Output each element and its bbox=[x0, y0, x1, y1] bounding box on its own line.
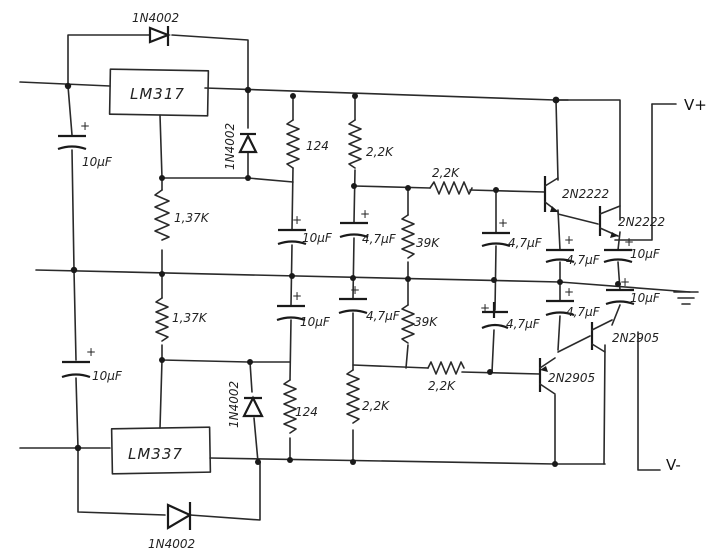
svg-text:124: 124 bbox=[295, 405, 318, 419]
resistor-124-bottom: 124 bbox=[283, 379, 318, 434]
svg-text:+: + bbox=[480, 301, 490, 315]
capacitor-4-7uf-a-top: + 4,7µF bbox=[339, 207, 397, 246]
resistor-39k-top: 39K bbox=[401, 214, 440, 259]
resistor-2-2k-bottom: 2,2K bbox=[346, 369, 390, 424]
svg-text:+: + bbox=[292, 213, 302, 227]
svg-text:+: + bbox=[624, 235, 634, 249]
svg-text:+: + bbox=[80, 119, 90, 133]
resistor-1-37k-top: 1,37K bbox=[154, 189, 210, 241]
capacitor-4-7uf-b-bottom: + 4,7µF bbox=[480, 301, 541, 331]
svg-text:4,7µF: 4,7µF bbox=[566, 253, 601, 267]
svg-text:10µF: 10µF bbox=[630, 247, 661, 261]
svg-text:+: + bbox=[292, 289, 302, 303]
transistor-2n2905-q4: 2N2905 bbox=[538, 357, 595, 395]
svg-text:2N2222: 2N2222 bbox=[562, 187, 609, 201]
svg-text:4,7µF: 4,7µF bbox=[366, 309, 401, 323]
svg-text:4,7µF: 4,7µF bbox=[508, 236, 543, 250]
transistor-2n2222-q2: 2N2222 bbox=[598, 205, 665, 238]
resistor-1-37k-bottom: 1,37K bbox=[155, 297, 208, 342]
resistor-2-2k-top: 2,2K bbox=[348, 119, 394, 169]
wires bbox=[19, 34, 699, 521]
vplus-label: V+ bbox=[684, 96, 707, 114]
diode-upper-mid: 1N4002 bbox=[223, 123, 258, 170]
svg-text:+: + bbox=[498, 216, 508, 230]
svg-text:4,7µF: 4,7µF bbox=[566, 305, 601, 319]
resistor-2-2k-series-bottom: 2,2K bbox=[427, 361, 465, 393]
svg-text:124: 124 bbox=[306, 139, 329, 153]
svg-text:2N2905: 2N2905 bbox=[612, 331, 659, 345]
svg-text:1N4002: 1N4002 bbox=[227, 381, 241, 428]
diode-lower-mid: 1N4002 bbox=[227, 381, 264, 428]
svg-text:39K: 39K bbox=[416, 236, 440, 250]
svg-text:2,2K: 2,2K bbox=[428, 379, 456, 393]
capacitor-10uf-in-top: + 10µF bbox=[57, 119, 113, 169]
diode-top: 1N4002 bbox=[132, 11, 179, 46]
capacitor-4-7uf-out-top: + 4,7µF bbox=[545, 233, 601, 267]
lm317-label: LM317 bbox=[130, 85, 185, 103]
resistor-124-top: 124 bbox=[286, 119, 329, 169]
svg-text:4,7µF: 4,7µF bbox=[362, 232, 397, 246]
lm337-label: LM337 bbox=[128, 445, 183, 463]
svg-text:39K: 39K bbox=[414, 315, 438, 329]
junctions bbox=[64, 82, 621, 467]
svg-text:+: + bbox=[620, 275, 630, 289]
vminus-label: V- bbox=[666, 456, 681, 474]
svg-text:2N2905: 2N2905 bbox=[548, 371, 595, 385]
resistor-39k-bottom: 39K bbox=[401, 304, 438, 344]
svg-text:+: + bbox=[564, 233, 574, 247]
capacitor-10uf-in-bottom: + 10µF bbox=[61, 345, 123, 383]
lm337-regulator: LM337 bbox=[110, 426, 212, 475]
svg-text:10µF: 10µF bbox=[630, 291, 661, 305]
svg-text:10µF: 10µF bbox=[300, 315, 331, 329]
svg-text:1,37K: 1,37K bbox=[172, 311, 208, 325]
capacitor-4-7uf-a-bottom: + 4,7µF bbox=[338, 283, 401, 323]
capacitor-10uf-adj-bottom: + 10µF bbox=[276, 289, 331, 329]
svg-text:2,2K: 2,2K bbox=[366, 145, 394, 159]
capacitor-10uf-out-right-bottom: + 10µF bbox=[605, 275, 661, 306]
transistor-2n2905-q3: 2N2905 bbox=[590, 319, 659, 353]
svg-text:1,37K: 1,37K bbox=[174, 211, 210, 225]
svg-text:10µF: 10µF bbox=[82, 155, 113, 169]
svg-text:2,2K: 2,2K bbox=[362, 399, 390, 413]
svg-text:+: + bbox=[360, 207, 370, 221]
lm317-regulator: LM317 bbox=[108, 68, 210, 117]
svg-text:1N4002: 1N4002 bbox=[132, 11, 179, 25]
svg-text:+: + bbox=[564, 285, 574, 299]
svg-text:10µF: 10µF bbox=[302, 231, 333, 245]
capacitor-10uf-out-right-top: + 10µF bbox=[603, 235, 661, 264]
svg-text:2N2222: 2N2222 bbox=[618, 215, 665, 229]
capacitor-4-7uf-out-mid: + 4,7µF bbox=[545, 285, 601, 319]
capacitor-4-7uf-b-top: + 4,7µF bbox=[481, 216, 543, 250]
diode-bottom: 1N4002 bbox=[148, 502, 195, 551]
svg-text:+: + bbox=[86, 345, 96, 359]
svg-text:+: + bbox=[350, 283, 360, 297]
resistor-2-2k-series-top: 2,2K bbox=[429, 166, 473, 195]
svg-text:2,2K: 2,2K bbox=[432, 166, 460, 180]
capacitor-10uf-adj-top: + 10µF bbox=[277, 213, 333, 246]
svg-text:1N4002: 1N4002 bbox=[223, 123, 237, 170]
svg-text:4,7µF: 4,7µF bbox=[506, 317, 541, 331]
svg-text:1N4002: 1N4002 bbox=[148, 537, 195, 551]
svg-text:10µF: 10µF bbox=[92, 369, 123, 383]
transistor-2n2222-q1: 2N2222 bbox=[543, 176, 609, 213]
